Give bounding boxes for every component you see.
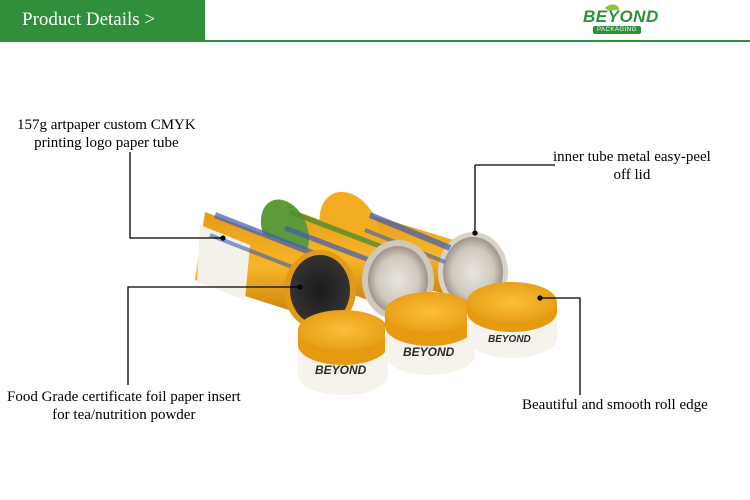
callout-lid-line2: off lid bbox=[613, 167, 651, 183]
lid-middle: BEYOND bbox=[385, 292, 475, 375]
callout-foil-line2: for tea/nutrition powder bbox=[52, 407, 196, 423]
logo-brand: BEYOND bbox=[583, 7, 659, 26]
tube-front bbox=[195, 212, 356, 330]
callout-paper: 157g artpaper custom CMYK printing logo … bbox=[17, 116, 196, 152]
header-tab: Product Details > bbox=[0, 0, 205, 40]
brand-logo: BEYOND PACKAGING bbox=[575, 4, 665, 38]
callout-foil-line1: Food Grade certificate foil paper insert bbox=[7, 389, 241, 405]
callout-edge: Beautiful and smooth roll edge bbox=[522, 396, 708, 414]
lid-right-brand: BEYOND bbox=[488, 334, 531, 345]
callout-lid-line1: inner tube metal easy-peel bbox=[553, 149, 711, 165]
lid-middle-brand: BEYOND bbox=[403, 345, 455, 359]
callout-paper-line2: printing logo paper tube bbox=[34, 135, 179, 151]
callout-lines bbox=[127, 152, 581, 395]
header-divider bbox=[0, 40, 750, 42]
callout-foil: Food Grade certificate foil paper insert… bbox=[7, 388, 241, 424]
callout-edge-line1: Beautiful and smooth roll edge bbox=[522, 397, 708, 413]
lid-left: BEYOND bbox=[298, 310, 388, 395]
callout-lid: inner tube metal easy-peel off lid bbox=[553, 148, 711, 184]
callout-paper-line1: 157g artpaper custom CMYK bbox=[17, 117, 196, 133]
logo-sub: PACKAGING bbox=[593, 26, 641, 34]
leaf-icon bbox=[605, 4, 619, 11]
lid-left-brand: BEYOND bbox=[315, 363, 367, 377]
header-title: Product Details > bbox=[22, 9, 156, 30]
lid-right: BEYOND bbox=[467, 282, 557, 358]
